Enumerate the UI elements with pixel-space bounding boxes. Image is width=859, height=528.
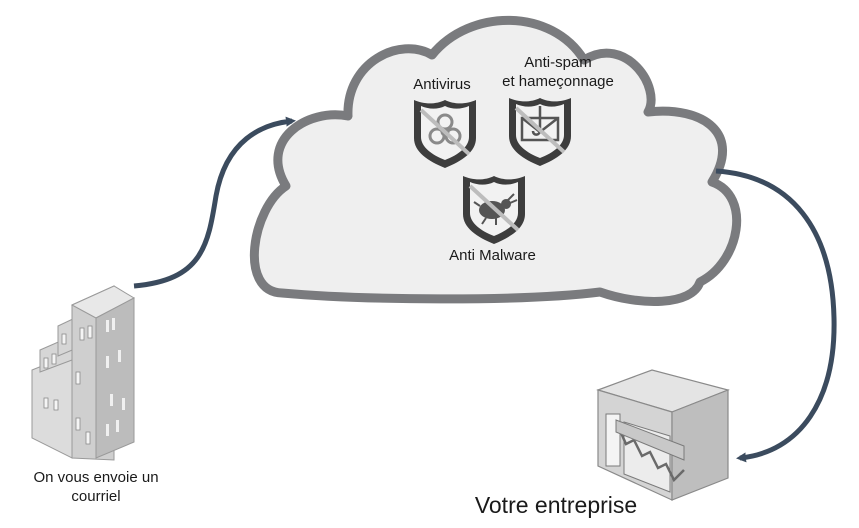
sender-label: On vous envoie un courriel xyxy=(6,468,186,506)
antispam-label-line1: Anti-spam xyxy=(524,54,592,71)
company-storefront-icon xyxy=(596,369,730,501)
arrow-to-cloud xyxy=(133,116,296,289)
sender-building-icon xyxy=(31,285,136,461)
cloud-shape xyxy=(249,15,742,306)
sender-label-line2: courriel xyxy=(71,488,121,505)
antimalware-shield-icon xyxy=(463,176,525,244)
company-label: Votre entreprise xyxy=(474,492,638,518)
awning-icon xyxy=(616,425,685,483)
arrow-to-company xyxy=(715,168,837,463)
sender-label-line1: On vous envoie un xyxy=(33,469,159,486)
antispam-shield-icon xyxy=(509,98,571,166)
antispam-label: Anti-spam et hameçonnage xyxy=(478,53,638,91)
antivirus-label: Antivirus xyxy=(413,76,471,93)
antivirus-shield-icon xyxy=(414,100,476,168)
antispam-label-line2: et hameçonnage xyxy=(502,73,614,90)
antimalware-label: Anti Malware xyxy=(449,247,536,264)
